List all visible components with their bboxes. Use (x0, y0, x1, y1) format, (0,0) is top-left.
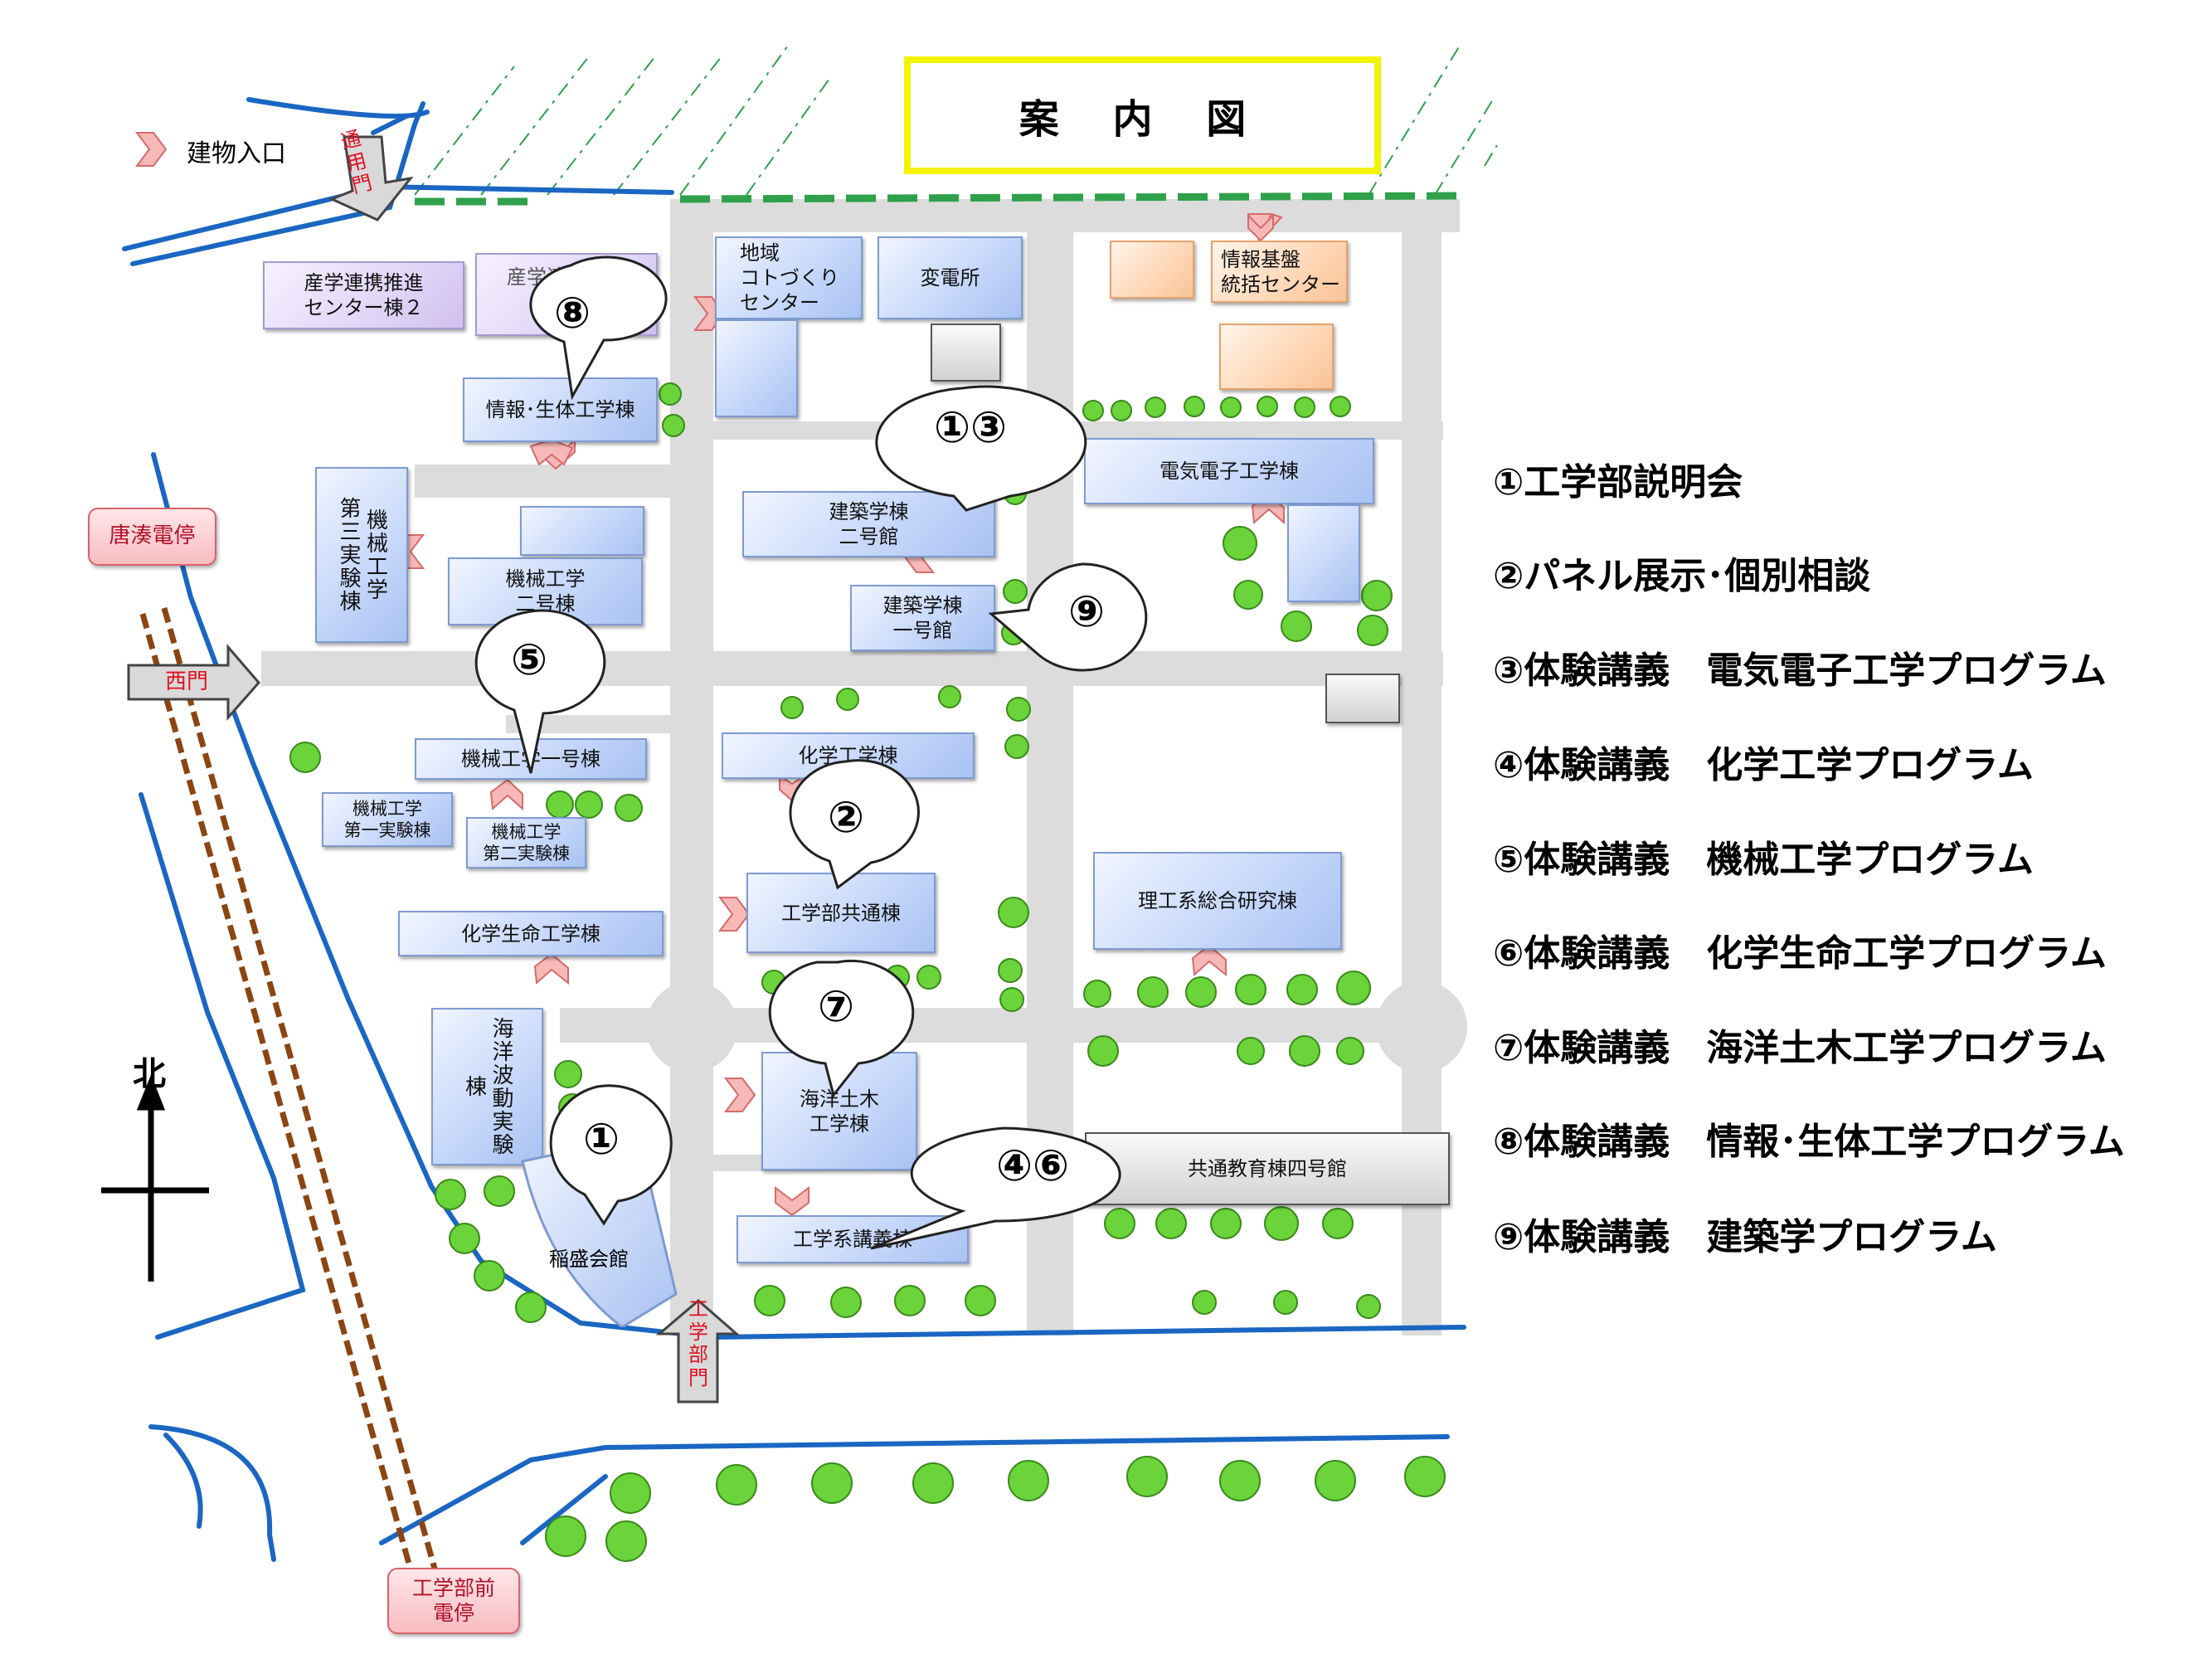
building-hendensho[interactable]: 変電所 (878, 236, 1023, 319)
building-kogakukei[interactable]: 工学系講義棟 (737, 1215, 969, 1263)
legend-item-2: ②パネル展示･個別相談 (1493, 555, 1871, 597)
legend-item-1: ①工学部説明会 (1493, 461, 1743, 504)
legend-item-5: ⑤体験講義 機械工学プログラム (1493, 839, 2034, 881)
callout-4-6[interactable]: ④⑥ (995, 1141, 1070, 1191)
building-small-gray-1 (931, 324, 1001, 382)
legend-item-9: ⑨体験講義 建築学プログラム (1493, 1216, 1997, 1258)
building-kaiyo-doboku[interactable]: 海洋土木 工学棟 (761, 1052, 917, 1170)
building-kagaku-seimei[interactable]: 化学生命工学棟 (398, 911, 664, 956)
building-chiiki[interactable]: 地域 コトづくり センター (715, 236, 863, 319)
tram-stop-karatsu[interactable]: 唐湊電停 (88, 508, 216, 566)
road-row-1 (415, 465, 680, 498)
river-nw-1 (122, 183, 674, 251)
river-south-b (163, 1433, 203, 1529)
building-kaiyo-hado[interactable]: 海洋波動実験棟 (431, 1008, 543, 1165)
road-row-2 (261, 651, 1443, 686)
river-nw-3 (371, 114, 409, 135)
north-arrow (101, 1074, 209, 1282)
gate-nishimon[interactable]: 西門 (164, 669, 208, 694)
callout-5[interactable]: ⑤ (510, 635, 548, 685)
gate-arrow-kogakubu (655, 1299, 741, 1404)
river-south-d (520, 1474, 608, 1545)
legend-item-7: ⑦体験講義 海洋土木工学プログラム (1493, 1027, 2107, 1069)
road-row-1b (680, 421, 1443, 440)
building-chiiki-wing (715, 319, 798, 417)
building-kagaku[interactable]: 化学工学棟 (722, 732, 975, 779)
legend-item-8: ⑧体験講義 情報･生体工学プログラム (1493, 1121, 2125, 1163)
building-kikai-daisan[interactable]: 機械工学 第三実験棟 (315, 467, 408, 643)
callout-8[interactable]: ⑧ (553, 289, 591, 338)
building-kyotsu4[interactable]: 共通教育棟四号館 (1085, 1132, 1450, 1205)
building-kyotsu[interactable]: 工学部共通棟 (746, 873, 936, 953)
tram-stop-kogakubu-mae[interactable]: 工学部前 電停 (387, 1568, 520, 1634)
building-johokiban[interactable]: 情報基盤 統括センター (1211, 241, 1348, 303)
entrance-legend: 建物入口 (187, 133, 286, 169)
map-title: 案 内 図 (904, 56, 1381, 174)
building-johoseitai[interactable]: 情報･生体工学棟 (463, 377, 658, 442)
legend-item-4: ④体験講義 化学工学プログラム (1493, 744, 2034, 786)
north-label: 北 (133, 1055, 166, 1093)
building-kenchiku1[interactable]: 建築学棟 一号館 (850, 585, 995, 651)
entrance-legend-arrow (135, 132, 168, 167)
building-orange-annex (1219, 324, 1334, 390)
river-west-mid (139, 792, 306, 1340)
gate-kogakubu[interactable]: 工 学 部 門 (688, 1297, 708, 1389)
building-kikai2-top (520, 506, 644, 556)
railway (139, 607, 441, 1585)
callout-2[interactable]: ② (827, 793, 865, 843)
building-denki-wing (1287, 504, 1360, 602)
river-nw-arc (246, 97, 430, 119)
building-sangaku2[interactable]: 産学連携推進 センター棟２ (263, 261, 464, 329)
callout-9[interactable]: ⑨ (1067, 587, 1106, 637)
callout-7[interactable]: ⑦ (817, 982, 855, 1032)
building-kikai-daini[interactable]: 機械工学 第二実験棟 (466, 817, 586, 868)
river-south-a (148, 1424, 276, 1562)
building-denki[interactable]: 電気電子工学棟 (1084, 438, 1374, 504)
building-kikai-daiichi[interactable]: 機械工学 第一実験棟 (322, 792, 453, 847)
river-south-c (379, 1434, 1450, 1545)
building-kenchiku2[interactable]: 建築学棟 二号館 (742, 491, 995, 557)
gate-arrow-tsuyomon (328, 135, 414, 221)
building-small-gray-2 (1325, 674, 1400, 723)
entrance-legend-label: 建物入口 (187, 139, 286, 168)
gate-arrow-nishimon (127, 643, 260, 721)
building-riko[interactable]: 理工系総合研究棟 (1093, 852, 1342, 950)
building-kikai-daisan-label: 機械工学 第三実験棟 (336, 497, 388, 613)
building-inamori: 稲盛会館 (549, 1248, 629, 1271)
building-kikai2[interactable]: 機械工学 二号棟 (448, 557, 643, 625)
road-row-2b (506, 715, 678, 733)
callout-1-3[interactable]: ①③ (933, 403, 1008, 453)
building-kikai1[interactable]: 機械工学一号棟 (415, 738, 647, 780)
north-fence (414, 45, 1498, 206)
legend-item-6: ⑥体験講義 化学生命工学プログラム (1493, 932, 2107, 975)
roundabout-west (646, 981, 737, 1073)
callout-1[interactable]: ① (582, 1115, 620, 1165)
roundabout-east (1376, 981, 1467, 1073)
legend-item-3: ③体験講義 電気電子工学プログラム (1493, 649, 2107, 692)
building-orange-small (1110, 241, 1194, 299)
